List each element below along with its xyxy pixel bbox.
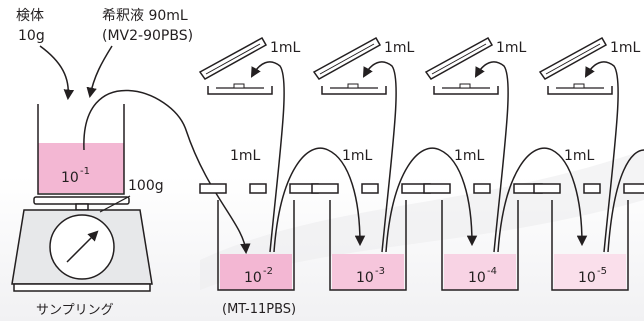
tube-cap-left-2 xyxy=(311,183,339,194)
diluent-label: 希釈液 90mL xyxy=(102,8,188,24)
tube-cap-mid-3 xyxy=(473,183,491,194)
tube-liquid-1 xyxy=(220,254,292,290)
sampling-label: サンプリング xyxy=(36,303,114,318)
transfer-arrow-tube4-continue xyxy=(607,149,644,253)
transfer-arrow-tube2-to-tube3 xyxy=(385,147,478,253)
tube-1: 10-2 1mL xyxy=(199,61,366,291)
transfer-arrow-tube1-to-plate xyxy=(250,61,285,253)
tube-dilution-exponent-3: -4 xyxy=(487,266,497,277)
tube-dilution-exponent-1: -2 xyxy=(263,266,273,277)
tube-cap-left-4 xyxy=(533,183,561,194)
tube-dilution-exponent-4: -5 xyxy=(597,266,607,277)
beaker-liquid xyxy=(38,143,124,193)
plates: 1mL 1mL 1mL 1mL xyxy=(198,36,641,95)
tube-product-label: (MT-11PBS) xyxy=(222,302,296,317)
tube-4: 10-5 1mL xyxy=(533,61,644,291)
tube-dilution-base-3: 10 xyxy=(468,270,486,286)
beaker-dilution-base: 10 xyxy=(61,170,79,186)
transfer-arrow-tube1-to-tube2 xyxy=(273,147,366,253)
sample-label: 検体 xyxy=(16,8,44,24)
transfer-arrow-beaker-to-tube1 xyxy=(83,89,251,255)
tube-volume-label-4: 1mL xyxy=(564,148,595,164)
plate-1: 1mL xyxy=(198,36,301,95)
tube-3: 10-4 1mL xyxy=(423,61,588,291)
tube-volume-label-2: 1mL xyxy=(342,148,373,164)
plate-volume-label-3: 1mL xyxy=(496,40,527,56)
tube-cap-right-4 xyxy=(623,183,644,194)
tube-2: 10-3 1mL xyxy=(311,61,478,291)
sample-amount-label: 10g xyxy=(18,28,45,44)
tube-volume-label-1: 1mL xyxy=(230,148,261,164)
beaker-dilution-exponent: -1 xyxy=(80,166,90,177)
tube-cap-mid-1 xyxy=(249,183,267,194)
tube-cap-mid-4 xyxy=(583,183,601,194)
transfer-arrow-tube4-to-plate xyxy=(584,61,619,253)
tube-liquid-4 xyxy=(554,254,626,290)
tube-dilution-exponent-2: -3 xyxy=(375,266,385,277)
tube-cap-mid-2 xyxy=(361,183,379,194)
tube-volume-label-3: 1mL xyxy=(454,148,485,164)
tube-dilution-base-4: 10 xyxy=(578,270,596,286)
transfer-arrow-tube3-to-tube4 xyxy=(497,147,588,253)
plate-4: 1mL xyxy=(538,36,641,95)
scale-needle xyxy=(66,230,99,263)
tube-cap-left-1 xyxy=(199,183,227,194)
diluent-product-label: (MV2-90PBS) xyxy=(102,28,193,44)
tube-dilution-base-1: 10 xyxy=(244,270,262,286)
plate-3: 1mL xyxy=(424,36,527,95)
tube-dilution-base-2: 10 xyxy=(356,270,374,286)
diluent-arrow xyxy=(86,45,113,99)
tube-liquid-3 xyxy=(444,254,516,290)
sample-arrow xyxy=(39,45,75,101)
tube-liquid-2 xyxy=(332,254,404,290)
plate-volume-label-4: 1mL xyxy=(610,40,641,56)
transfer-arrow-tube3-to-plate xyxy=(474,61,509,253)
transfer-arrow-tube2-to-plate xyxy=(362,61,397,253)
plate-volume-label-1: 1mL xyxy=(270,40,301,56)
scale-weight-label: 100g xyxy=(128,178,164,194)
scale-weight-leader xyxy=(99,195,131,213)
tube-cap-left-3 xyxy=(423,183,451,194)
beaker xyxy=(37,104,125,195)
plate-2: 1mL xyxy=(312,36,415,95)
plate-volume-label-2: 1mL xyxy=(384,40,415,56)
scale xyxy=(11,196,153,292)
